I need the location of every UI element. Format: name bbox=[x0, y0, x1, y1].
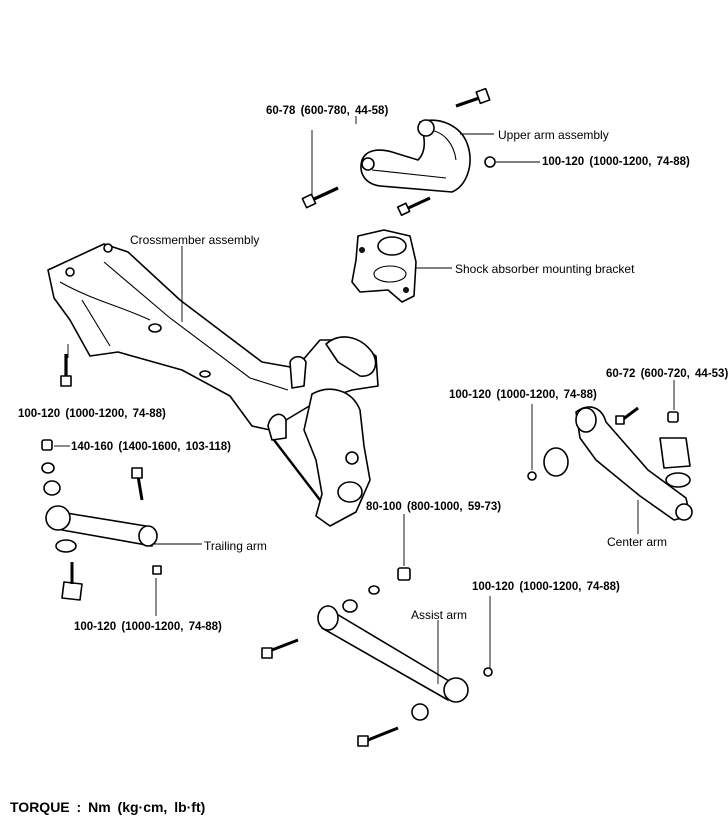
upper-arm-assembly bbox=[360, 119, 471, 193]
torque-units-legend: TORQUE : Nm (kg·cm, lb·ft) bbox=[10, 799, 206, 815]
torque-middle-nut: 80-100 (800-1000, 59-73) bbox=[366, 501, 502, 513]
trailing-arm-bolt-top bbox=[131, 467, 144, 501]
torque-trailing-arm-nut: 100-120 (1000-1200, 74-88) bbox=[74, 621, 222, 633]
torque-assist-arm-nut: 100-120 (1000-1200, 74-88) bbox=[472, 581, 620, 593]
torque-center-arm-bushing: 100-120 (1000-1200, 74-88) bbox=[449, 389, 597, 401]
label-upper-arm-assembly: Upper arm assembly bbox=[498, 128, 609, 142]
torque-center-arm-top: 60-72 (600-720, 44-53) bbox=[606, 368, 728, 380]
knuckle bbox=[303, 388, 371, 527]
middle-nut bbox=[397, 567, 411, 581]
upper-nut bbox=[484, 156, 496, 168]
label-center-arm: Center arm bbox=[607, 535, 668, 549]
torque-left-vertical-bolt: 100-120 (1000-1200, 74-88) bbox=[18, 408, 166, 420]
torque-left-nut: 140-160 (1400-1600, 103-118) bbox=[71, 441, 232, 453]
assist-arm-bolt-left bbox=[261, 638, 299, 659]
upper-bolt-top bbox=[455, 87, 491, 108]
label-trailing-arm: Trailing arm bbox=[204, 539, 267, 553]
upper-bolt-mid bbox=[396, 196, 431, 217]
assist-arm-bolt-bottom bbox=[357, 726, 399, 747]
left-vertical-bolt bbox=[60, 354, 72, 387]
trailing-arm bbox=[45, 505, 162, 601]
center-arm bbox=[527, 406, 693, 521]
torque-upper-nut: 100-120 (1000-1200, 74-88) bbox=[542, 156, 690, 168]
label-assist-arm: Assist arm bbox=[411, 608, 468, 622]
upper-bolt-left bbox=[301, 186, 339, 209]
assist-arm bbox=[317, 605, 493, 721]
washers-middle bbox=[342, 585, 380, 613]
leader-lines bbox=[54, 116, 675, 684]
shock-absorber-bracket bbox=[351, 229, 417, 303]
label-shock-absorber-bracket: Shock absorber mounting bracket bbox=[455, 262, 635, 276]
label-crossmember-assembly: Crossmember assembly bbox=[130, 233, 260, 247]
torque-upper-bolt-left: 60-78 (600-780, 44-58) bbox=[266, 105, 389, 117]
bushing-stack-left bbox=[41, 439, 61, 496]
